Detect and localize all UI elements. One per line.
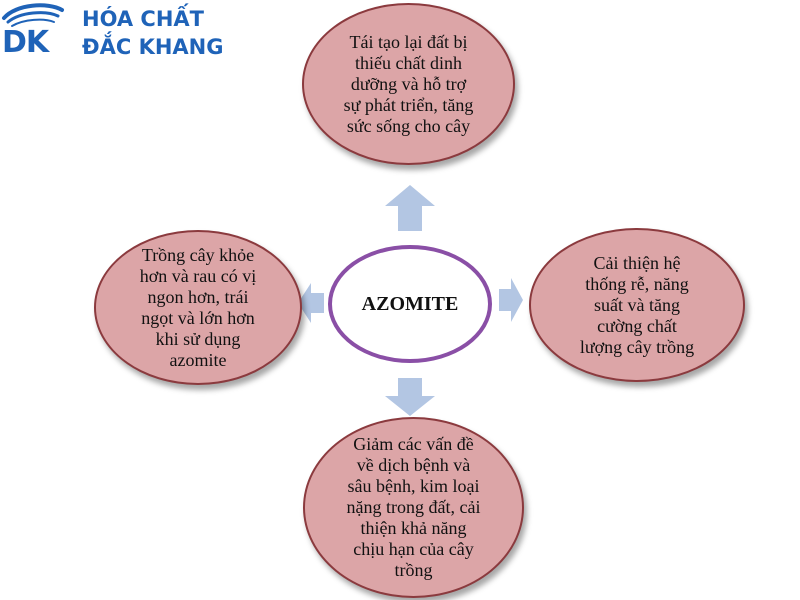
benefit-text-left: Trồng cây khỏe hơn và rau có vị ngon hơn… — [139, 244, 257, 370]
arrow-left-icon — [298, 283, 324, 323]
arrow-down-icon — [385, 378, 435, 416]
benefit-bubble-left: Trồng cây khỏe hơn và rau có vị ngon hơn… — [94, 230, 302, 385]
arrow-up-icon — [385, 185, 435, 231]
benefit-bubble-bottom: Giảm các vấn đề về dịch bệnh và sâu bệnh… — [303, 417, 524, 598]
brand-logo: DK HÓA CHẤT ĐẮC KHANG — [0, 0, 240, 62]
logo-swoosh-icon — [2, 3, 64, 27]
center-node: AZOMITE — [328, 245, 492, 363]
benefit-bubble-right: Cải thiện hệ thống rễ, năng suất và tăng… — [529, 228, 745, 382]
logo-line-1: HÓA CHẤT — [82, 7, 204, 31]
arrow-right-icon — [499, 278, 523, 322]
center-label: AZOMITE — [361, 292, 459, 315]
benefit-text-bottom: Giảm các vấn đề về dịch bệnh và sâu bệnh… — [346, 434, 481, 580]
logo-line-2: ĐẮC KHANG — [82, 35, 224, 59]
benefit-text-top: Tái tạo lại đất bị thiếu chất dinh dưỡng… — [343, 31, 474, 136]
benefit-bubble-top: Tái tạo lại đất bị thiếu chất dinh dưỡng… — [302, 3, 515, 165]
benefit-text-right: Cải thiện hệ thống rễ, năng suất và tăng… — [579, 252, 695, 357]
logo-dk-text: DK — [2, 25, 49, 60]
